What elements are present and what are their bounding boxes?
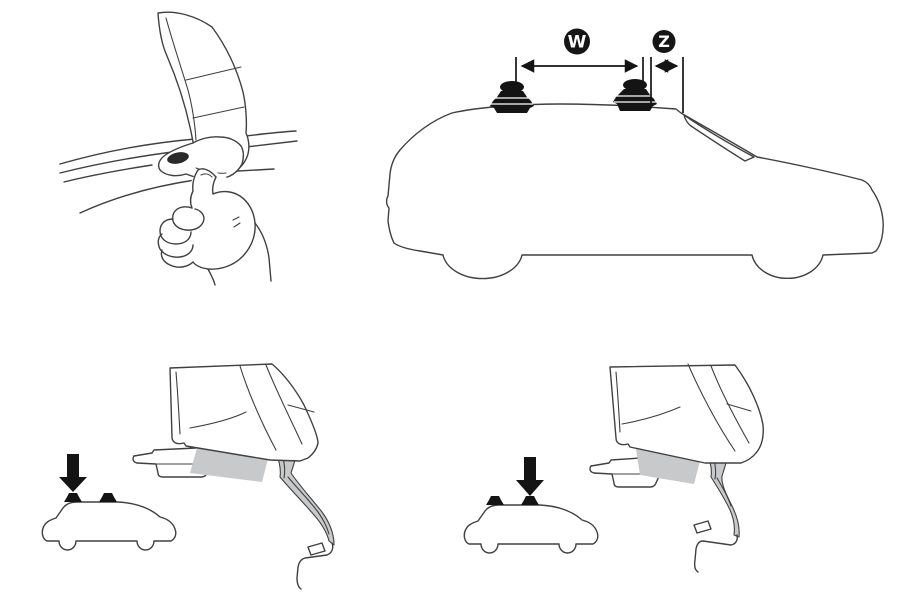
w-badge-label: W (568, 33, 587, 53)
car-body-outline (385, 103, 884, 280)
panel-rear-foot-location (41, 363, 335, 590)
roof-rail-lines (59, 130, 298, 214)
seal-area (636, 449, 700, 484)
panel-car-side-profile: W Z (385, 28, 884, 280)
car-foot-front (99, 493, 117, 502)
z-badge-label: Z (658, 32, 670, 51)
door-seal-strip (275, 451, 335, 546)
z-badge-circle (652, 30, 676, 53)
down-arrow-icon (516, 457, 544, 496)
down-arrow-icon (59, 454, 87, 492)
strip-tab (307, 542, 326, 556)
car-foot-rear (64, 493, 82, 502)
front-roof-foot (613, 79, 657, 111)
rubber-pad (167, 152, 189, 164)
windshield (683, 114, 755, 162)
door-seal-strip (706, 453, 740, 538)
hand-back (192, 190, 256, 270)
door-frame-corner (609, 363, 764, 464)
index-finger (189, 169, 199, 209)
rear-roof-foot (490, 81, 534, 113)
strip-tab (693, 520, 712, 534)
w-badge: W (564, 28, 590, 55)
w-badge-circle (564, 28, 590, 55)
small-car-icon (463, 495, 599, 554)
wrist (254, 222, 272, 282)
seal-strip-end (693, 520, 738, 573)
panel-front-foot-location (463, 363, 764, 573)
seal-strip-end (296, 542, 334, 590)
small-car-icon (41, 493, 177, 551)
hand (157, 168, 272, 287)
panel-door-frame-hand-check (59, 11, 298, 287)
z-badge: Z (652, 30, 676, 53)
foot-bracket (157, 136, 245, 180)
door-frame-corner (169, 363, 319, 462)
dimension-lines (515, 57, 684, 113)
